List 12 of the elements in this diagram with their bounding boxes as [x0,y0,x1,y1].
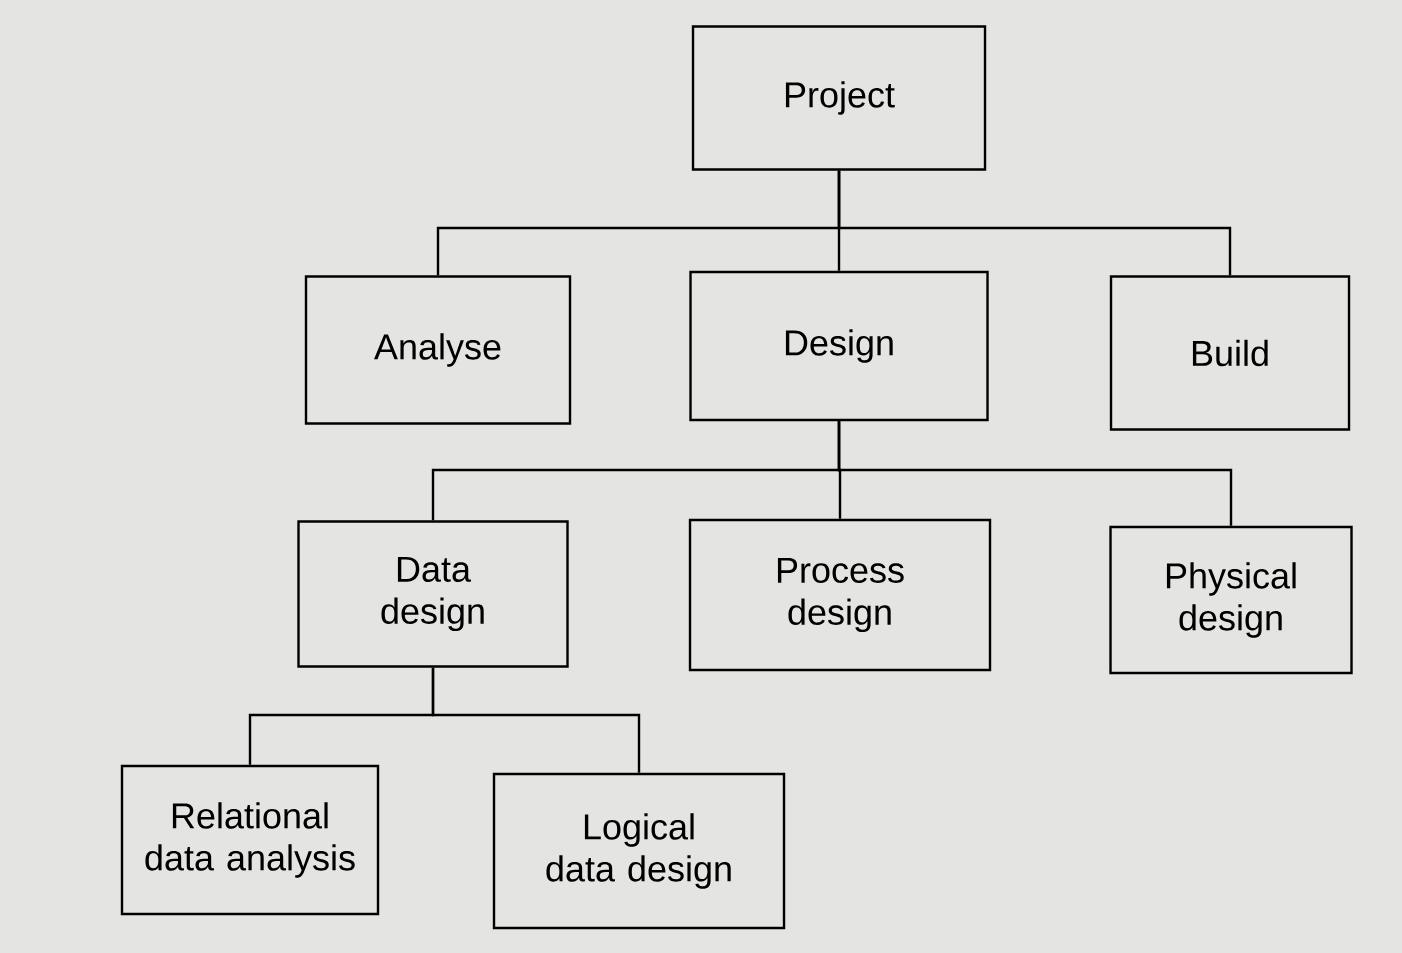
connector-line [837,170,1232,276]
task-box: Analyse [304,275,572,425]
task-box: Process design [688,518,992,672]
task-box: Build [1109,275,1351,431]
connector-line [837,421,1233,526]
task-box: Logical data design [492,772,786,930]
connector-line [431,667,641,773]
task-box: Physical design [1109,525,1353,675]
task-box: Design [689,270,989,422]
task-box: Data design [297,520,569,668]
task-box: Project [691,25,987,171]
task-box: Relational data analysis [120,764,380,916]
